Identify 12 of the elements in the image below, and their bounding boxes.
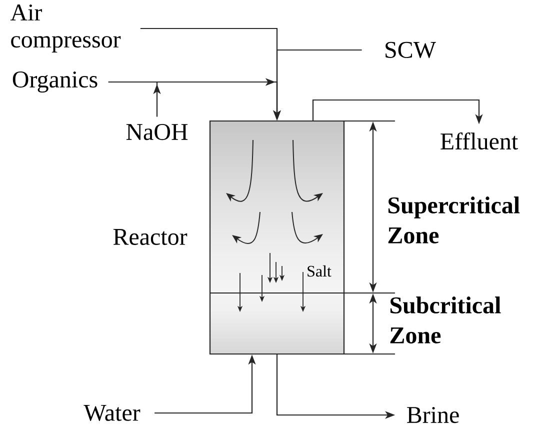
reactor-label: Reactor bbox=[113, 229, 188, 245]
stream-label: Air compressor bbox=[10, 4, 121, 52]
salt-label: Salt bbox=[308, 265, 332, 277]
zone-label: Subcritical Zone bbox=[390, 296, 501, 344]
stream-label: Organics bbox=[12, 71, 98, 93]
reactor-vessel bbox=[209, 120, 345, 355]
stream-label: SCW bbox=[386, 42, 436, 58]
stream-label: Brine bbox=[407, 406, 459, 424]
stream-label: NaOH bbox=[126, 124, 188, 140]
zone-label: Supercritical Zone bbox=[388, 196, 520, 244]
stream-label: Water bbox=[84, 404, 140, 422]
stream-label: Effluent bbox=[440, 132, 518, 150]
